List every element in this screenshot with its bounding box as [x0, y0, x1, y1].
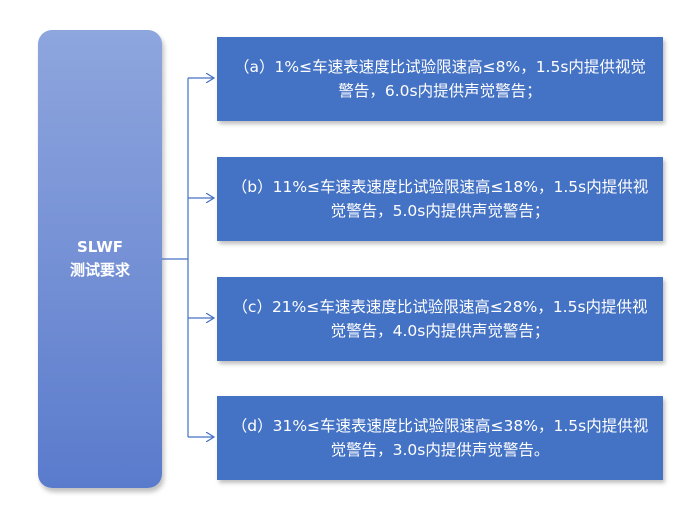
requirement-box-d: （d）31%≤车速表速度比试验限速高≤38%，1.5s内提供视觉警告，3.0s内… [217, 396, 663, 480]
requirement-box-b: （b）11%≤车速表速度比试验限速高≤18%，1.5s内提供视觉警告，5.0s内… [217, 157, 663, 241]
requirement-box-a: （a）1%≤车速表速度比试验限速高≤8%，1.5s内提供视觉警告，6.0s内提供… [217, 37, 663, 121]
root-node-subtitle: 测试要求 [69, 261, 130, 279]
root-node-title: SLWF [77, 238, 123, 256]
requirement-text-b: （b）11%≤车速表速度比试验限速高≤18%，1.5s内提供视觉警告，5.0s内… [231, 178, 649, 220]
requirement-box-c: （c）21%≤车速表速度比试验限速高≤28%，1.5s内提供视觉警告，4.0s内… [217, 277, 663, 361]
requirement-text-a: （a）1%≤车速表速度比试验限速高≤8%，1.5s内提供视觉警告，6.0s内提供… [234, 58, 646, 100]
root-node-box: SLWF 测试要求 [38, 30, 162, 488]
requirement-text-c: （c）21%≤车速表速度比试验限速高≤28%，1.5s内提供视觉警告，4.0s内… [232, 298, 648, 340]
requirement-text-d: （d）31%≤车速表速度比试验限速高≤38%，1.5s内提供视觉警告，3.0s内… [231, 417, 649, 459]
